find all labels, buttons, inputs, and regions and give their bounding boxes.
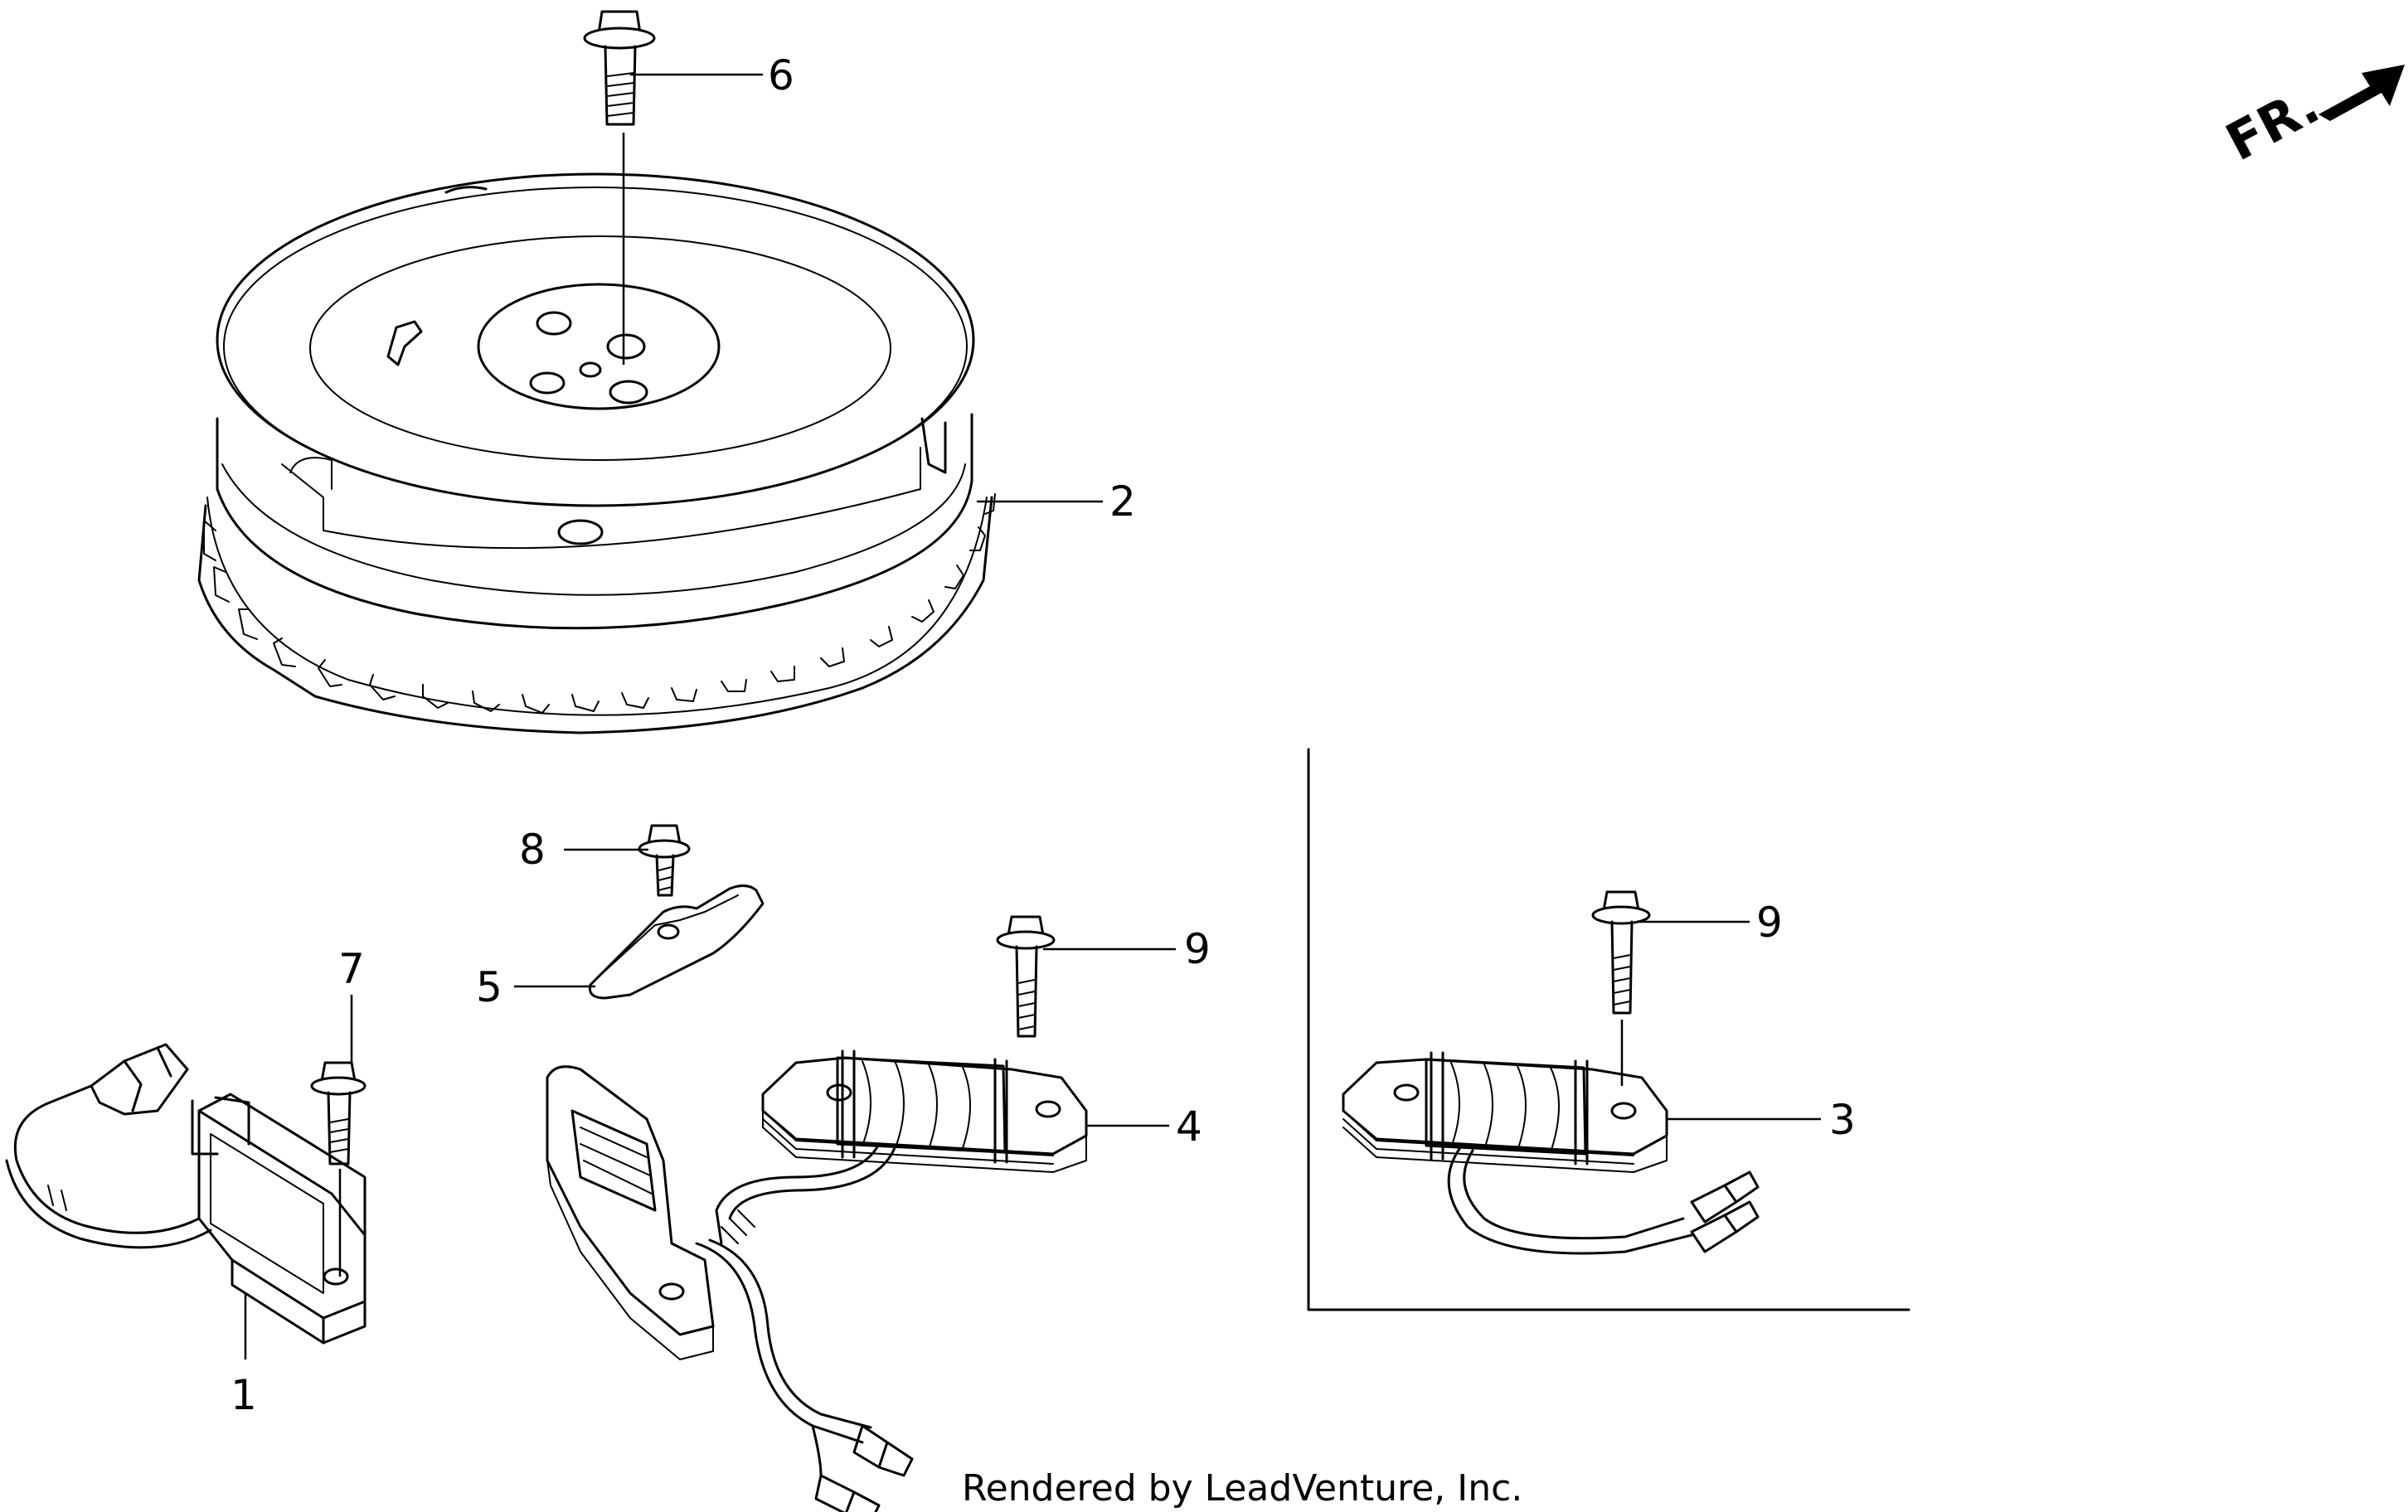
ring-gear-teeth	[197, 493, 996, 734]
callout-5: 5	[476, 963, 502, 1011]
callout-8: 8	[519, 826, 546, 874]
charge-coil-4	[715, 1049, 1088, 1245]
callout-1: 1	[231, 1371, 257, 1419]
callout-3: 3	[1829, 1096, 1856, 1144]
bolt-9-inset	[1591, 890, 1651, 1086]
bolt-9-left	[996, 915, 1056, 1038]
render-credit: Rendered by LeadVenture, Inc.	[962, 1467, 1522, 1510]
front-direction-label: FR.	[2216, 75, 2329, 172]
charge-coil-3	[1342, 1051, 1760, 1255]
front-direction-arrow-icon	[2318, 65, 2405, 121]
callout-7: 7	[338, 945, 365, 993]
pulser-coil	[546, 1065, 914, 1512]
callout-9-left: 9	[1184, 925, 1211, 973]
callout-4: 4	[1176, 1102, 1202, 1151]
front-direction-indicator: FR.	[2216, 65, 2405, 172]
bolt-8	[638, 824, 691, 897]
flywheel	[197, 172, 996, 734]
callout-2: 2	[1109, 477, 1136, 526]
bolt-7	[310, 1061, 367, 1277]
ignition-coil	[5, 1043, 367, 1345]
callout-6: 6	[768, 51, 794, 99]
alternate-variant-inset	[1307, 748, 1910, 1311]
plate-5	[588, 884, 765, 1000]
callout-9-inset: 9	[1756, 899, 1783, 947]
leader-lines	[244, 73, 1821, 1359]
callout-labels: 6 2 8 9 9 7 5 4 3 1	[231, 51, 1856, 1419]
bolt-6	[583, 10, 656, 365]
